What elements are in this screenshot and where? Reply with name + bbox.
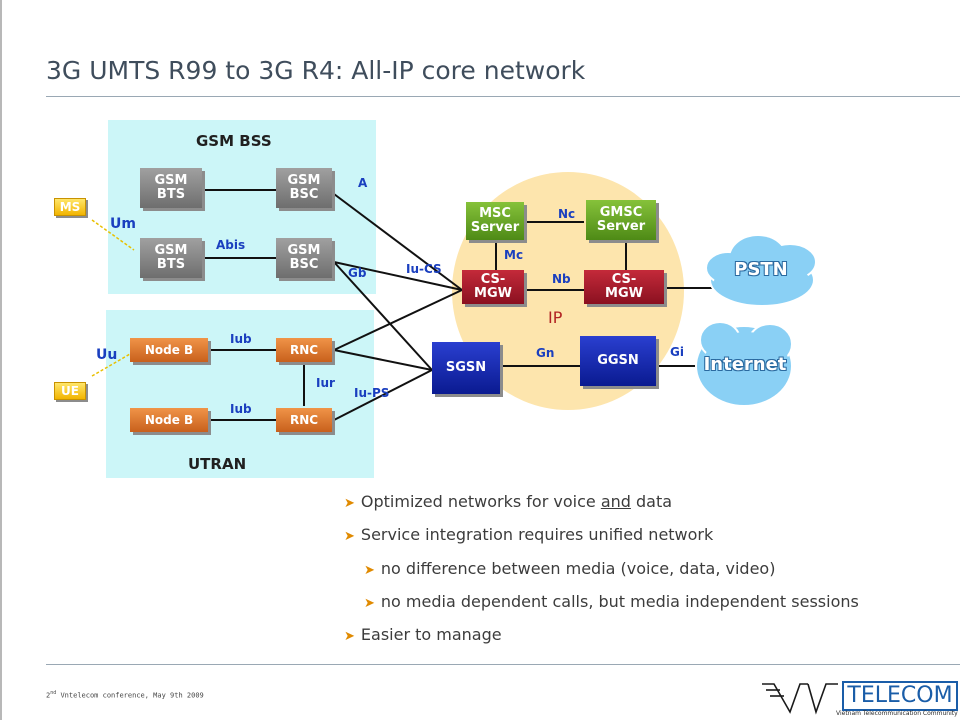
iu-cs-interface-label: Iu-CS bbox=[406, 262, 442, 276]
iu-ps-interface-label: Iu-PS bbox=[354, 386, 390, 400]
cs-mgw-node-1: CS- MGW bbox=[462, 270, 524, 304]
arrow-bullet-icon: ➤ bbox=[364, 563, 375, 578]
iups-link-2 bbox=[333, 369, 433, 421]
gi-interface-label: Gi bbox=[670, 345, 684, 359]
footer-divider bbox=[46, 664, 960, 665]
ue-node: UE bbox=[54, 382, 86, 400]
msc-server-node: MSC Server bbox=[466, 202, 524, 240]
logo-tagline: Vietnam Telecommunication Community bbox=[836, 710, 958, 717]
gsm-iucs-link bbox=[333, 261, 463, 291]
gsm-bts-node-2: GSM BTS bbox=[140, 238, 202, 278]
node-b-1: Node B bbox=[130, 338, 208, 362]
bullet-item: ➤Optimized networks for voice and data bbox=[344, 492, 673, 511]
logo-mark bbox=[762, 683, 838, 715]
gmsc-server-node: GMSC Server bbox=[586, 200, 656, 240]
iur-interface-label: Iur bbox=[316, 376, 335, 390]
slide-title: 3G UMTS R99 to 3G R4: All-IP core networ… bbox=[46, 56, 586, 85]
uu-interface-label: Uu bbox=[96, 347, 118, 363]
gsm-bts-node-1: GSM BTS bbox=[140, 168, 202, 208]
gsm-bsc-node-2: GSM BSC bbox=[276, 238, 332, 278]
abis-interface-label: Abis bbox=[216, 238, 246, 252]
ms-node: MS bbox=[54, 198, 86, 216]
pstn-label: PSTN bbox=[734, 258, 788, 280]
nc-interface-label: Nc bbox=[558, 207, 576, 221]
a-link bbox=[333, 193, 463, 291]
sub-bullet-item: ➤no difference between media (voice, dat… bbox=[364, 559, 776, 578]
arrow-bullet-icon: ➤ bbox=[344, 629, 355, 644]
rnc-node-2: RNC bbox=[276, 408, 332, 432]
bullet-item: ➤Service integration requires unified ne… bbox=[344, 525, 714, 544]
bullet-item: ➤Easier to manage bbox=[344, 625, 502, 644]
footer-text: 2nd Vntelecom conference, May 9th 2009 bbox=[46, 690, 204, 700]
iups-link-1 bbox=[333, 349, 433, 371]
slide-left-border bbox=[0, 0, 2, 720]
ggsn-node: GGSN bbox=[580, 336, 656, 386]
um-radio-link bbox=[91, 219, 135, 251]
iub-interface-label-1: Iub bbox=[230, 332, 252, 346]
gn-interface-label: Gn bbox=[536, 346, 555, 360]
utran-label: UTRAN bbox=[188, 455, 247, 473]
gsm-bsc-node-1: GSM BSC bbox=[276, 168, 332, 208]
pstn-cloud bbox=[705, 236, 817, 307]
iub-interface-label-2: Iub bbox=[230, 402, 252, 416]
node-b-2: Node B bbox=[130, 408, 208, 432]
arrow-bullet-icon: ➤ bbox=[344, 529, 355, 544]
internet-label: Internet bbox=[703, 353, 787, 375]
uu-radio-link bbox=[91, 353, 131, 377]
cs-mgw-node-2: CS- MGW bbox=[584, 270, 664, 304]
mc-interface-label: Mc bbox=[504, 248, 524, 262]
ip-label: IP bbox=[548, 308, 563, 327]
arrow-bullet-icon: ➤ bbox=[344, 496, 355, 511]
iucs-link bbox=[333, 289, 463, 351]
rnc-node-1: RNC bbox=[276, 338, 332, 362]
sub-bullet-item: ➤no media dependent calls, but media ind… bbox=[364, 592, 859, 611]
gb-interface-label: Gb bbox=[348, 266, 367, 280]
internet-cloud bbox=[695, 321, 793, 407]
gsm-bss-label: GSM BSS bbox=[196, 132, 272, 150]
logo-wordmark: TELECOM bbox=[842, 681, 958, 711]
nb-interface-label: Nb bbox=[552, 272, 571, 286]
sgsn-node: SGSN bbox=[432, 342, 500, 394]
title-divider bbox=[46, 96, 960, 97]
gb-link bbox=[333, 261, 433, 371]
a-interface-label: A bbox=[358, 176, 368, 190]
arrow-bullet-icon: ➤ bbox=[364, 596, 375, 611]
um-interface-label: Um bbox=[110, 216, 136, 232]
